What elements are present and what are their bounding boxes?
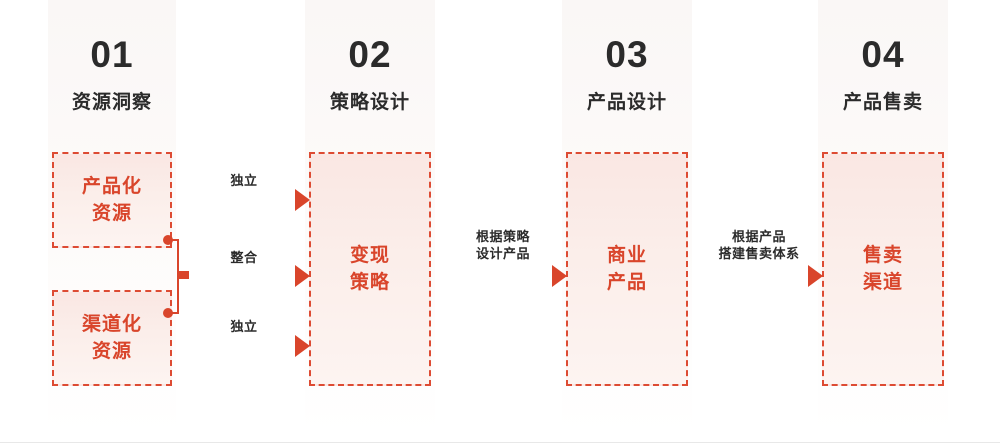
column-header-04: 04 产品售卖 <box>818 0 948 140</box>
arrow-head-icon <box>295 335 310 357</box>
arrow-merged-to-strategy <box>178 263 310 289</box>
arrow-label-strategy-to-product: 根据策略 设计产品 <box>475 229 530 261</box>
arrow-label-independent-bottom: 独立 <box>230 319 258 334</box>
bracket-line-bottom <box>168 312 179 314</box>
arrow-productized-to-strategy <box>180 187 310 213</box>
arrow-head-icon <box>295 265 310 287</box>
node-channelized-resource[interactable]: 渠道化 资源 <box>52 290 172 386</box>
column-number-01: 01 <box>90 34 134 75</box>
bracket-line-top <box>168 239 179 241</box>
column-title-02: 策略设计 <box>329 92 410 113</box>
arrow-strategy-to-product <box>437 263 567 289</box>
column-number-02: 02 <box>348 34 392 75</box>
column-header-02: 02 策略设计 <box>305 0 435 140</box>
arrow-label-integrated: 整合 <box>230 250 258 265</box>
node-label: 售卖 渠道 <box>862 245 903 293</box>
node-productized-resource[interactable]: 产品化 资源 <box>52 152 172 248</box>
arrow-head-icon <box>552 265 567 287</box>
node-label: 变现 策略 <box>349 245 390 293</box>
node-label: 渠道化 资源 <box>81 314 142 362</box>
bracket-line-stub <box>177 271 189 279</box>
arrow-head-icon <box>295 189 310 211</box>
node-sales-channel[interactable]: 售卖 渠道 <box>822 152 944 386</box>
arrow-head-icon <box>808 265 823 287</box>
column-header-03: 03 产品设计 <box>562 0 692 140</box>
column-number-03: 03 <box>605 34 649 75</box>
node-monetization-strategy[interactable]: 变现 策略 <box>309 152 431 386</box>
arrow-channelized-to-strategy <box>180 333 310 359</box>
column-title-03: 产品设计 <box>586 92 667 113</box>
arrow-label-product-to-sales: 根据产品 搭建售卖体系 <box>718 229 800 261</box>
column-number-04: 04 <box>861 34 905 75</box>
column-header-01: 01 资源洞察 <box>48 0 176 140</box>
node-commercial-product[interactable]: 商业 产品 <box>566 152 688 386</box>
arrow-label-independent-top: 独立 <box>230 173 258 188</box>
node-label: 产品化 资源 <box>81 176 142 224</box>
merge-bracket <box>160 230 189 322</box>
node-label: 商业 产品 <box>606 245 647 293</box>
column-title-01: 资源洞察 <box>71 92 152 113</box>
arrow-product-to-sales <box>693 263 823 289</box>
column-title-04: 产品售卖 <box>842 92 923 113</box>
